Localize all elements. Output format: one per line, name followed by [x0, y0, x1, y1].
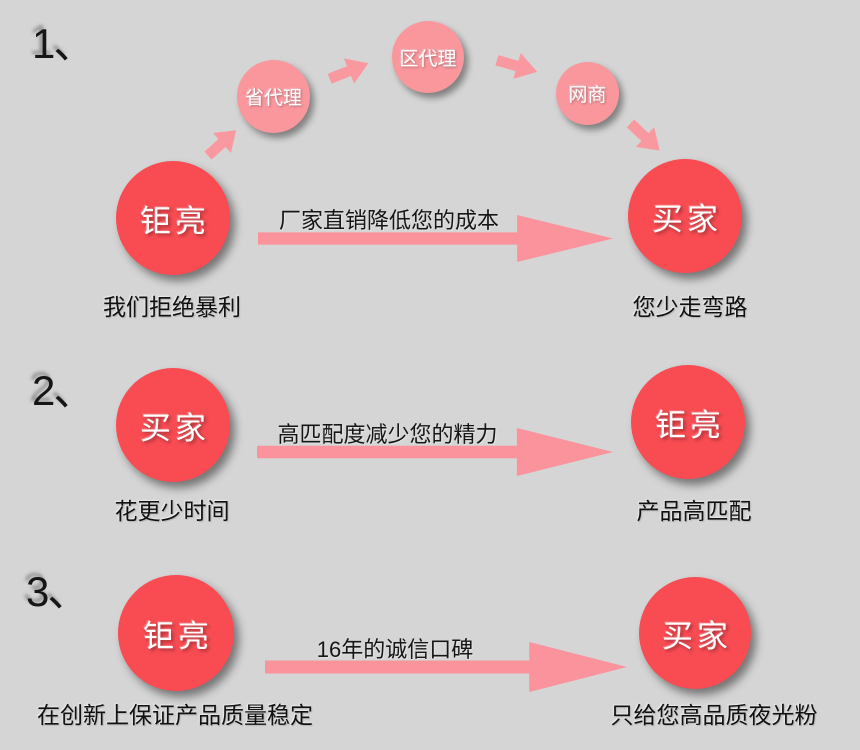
- section-3-right-caption: 只给您高品质夜光粉: [610, 702, 818, 728]
- arc-arrow-down-right-icon: [621, 113, 669, 161]
- arc-arrow-down-right-icon: [493, 47, 541, 85]
- section-3-arrow-label: 16年的诚信口碑: [316, 637, 474, 662]
- section-1-arrow-label: 厂家直销降低您的成本: [278, 208, 499, 233]
- circle-label: 钜亮: [655, 407, 725, 443]
- section-1-left-circle-juliang: 钜亮: [116, 161, 230, 275]
- circle-label: 买家: [140, 410, 210, 446]
- section-2-number: 2、: [32, 367, 95, 414]
- section-1-right-circle-buyer: 买家: [628, 159, 742, 273]
- chain-circle-label: 区代理: [399, 48, 457, 70]
- circle-label: 钜亮: [143, 618, 213, 654]
- circle-label: 买家: [662, 618, 732, 654]
- chain-circle-label: 省代理: [244, 88, 302, 109]
- section-2-left-caption: 花更少时间: [114, 498, 230, 524]
- section-2-right-circle-juliang: 钜亮: [631, 365, 745, 479]
- section-1-left-caption: 我们拒绝暴利: [103, 294, 241, 320]
- chain-circle-district-agent: 区代理: [392, 21, 464, 93]
- circle-label: 买家: [652, 201, 722, 237]
- section-1-right-caption: 您少走弯路: [632, 294, 748, 320]
- section-3-number: 3、: [26, 568, 89, 615]
- section-3-left-circle-juliang: 钜亮: [118, 575, 234, 691]
- section-2-right-caption: 产品高匹配: [636, 498, 752, 524]
- section-3-right-circle-buyer: 买家: [639, 577, 751, 689]
- section-1-number: 1、: [32, 20, 95, 67]
- section-2-arrow-label: 高匹配度减少您的精力: [277, 422, 498, 447]
- section-2-left-circle-buyer: 买家: [116, 368, 230, 482]
- circle-label: 钜亮: [140, 203, 210, 239]
- chain-circle-label: 网商: [568, 85, 607, 106]
- chain-circle-online-seller: 网商: [556, 62, 619, 125]
- arc-arrow-up-right-icon: [199, 120, 246, 166]
- chain-circle-province-agent: 省代理: [237, 60, 310, 133]
- section-3-left-caption: 在创新上保证产品质量稳定: [37, 702, 313, 728]
- arc-arrow-up-right-icon: [324, 50, 373, 92]
